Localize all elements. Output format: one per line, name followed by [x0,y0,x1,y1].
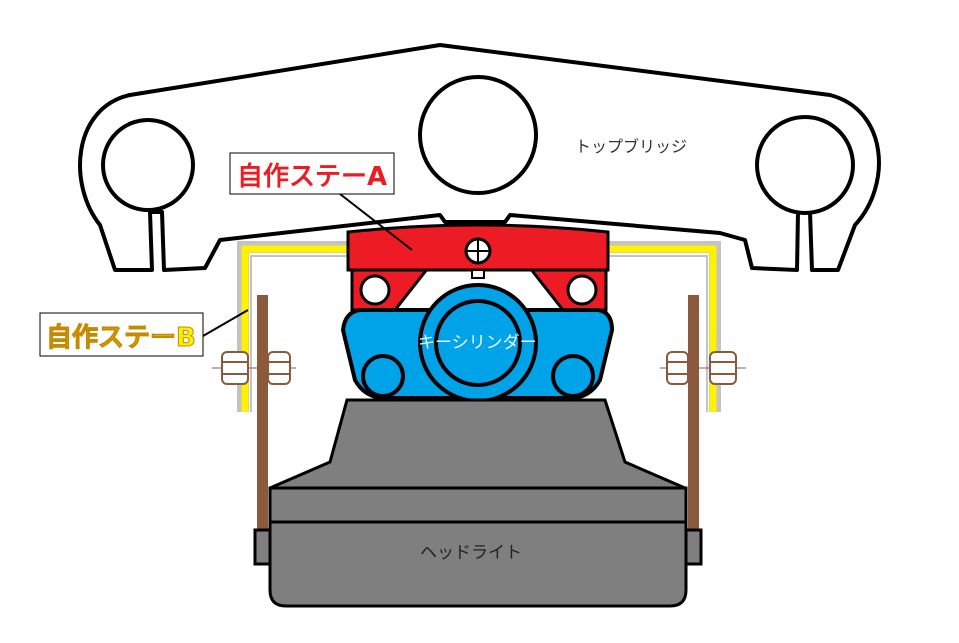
top-bridge-label: トップブリッジ [575,137,687,156]
headlight-label: ヘッドライト [420,543,522,563]
stay-a-callout [229,152,395,195]
headlight [253,398,703,608]
stay-a-label: 自作ステーA [237,161,387,192]
stay-b-callout [39,312,204,357]
key-cylinder-label: キーシリンダー [418,333,537,353]
stay-b-label: 自作ステーB [46,322,196,353]
stay-b-leader-line [202,309,249,337]
top-bridge [78,43,881,272]
left-rod [257,295,268,530]
right-nut [660,351,746,385]
left-nut [212,351,296,385]
key-cylinder [340,283,615,403]
right-rod [688,295,699,530]
stay-a-leader-line [339,193,413,251]
